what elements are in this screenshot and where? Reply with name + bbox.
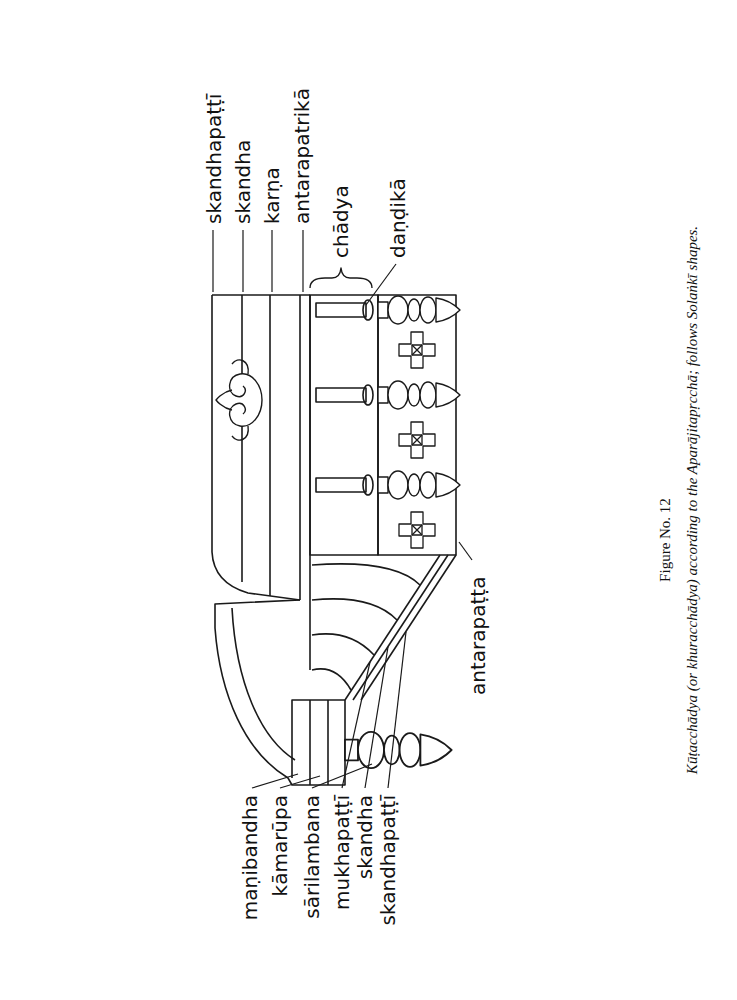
part-label: chādya xyxy=(330,185,352,258)
chadya-front xyxy=(310,295,456,555)
part-label: maṇibandha xyxy=(239,795,261,920)
part-label: daṇḍikā xyxy=(387,178,409,258)
part-label: skandhapaṭṭī xyxy=(377,795,399,925)
part-label: skandhapaṭṭī xyxy=(203,94,225,224)
upper-bands xyxy=(212,295,310,670)
part-label: karṇa xyxy=(261,167,283,224)
part-label: sārilambana xyxy=(301,795,323,919)
scroll-ornament xyxy=(216,360,262,440)
chadya-slope xyxy=(312,555,456,700)
part-label: antarapatrikā xyxy=(291,88,313,224)
part-label: kāmarūpa xyxy=(269,795,291,896)
leader-lines xyxy=(213,230,472,788)
figure-title: Figure No. 12 xyxy=(656,340,674,740)
chadya-brace xyxy=(310,268,372,288)
eave-end xyxy=(215,600,345,785)
part-label: antarapaṭṭa xyxy=(467,577,489,695)
figure-caption: Kūṭacchādya (or khuracchādya) according … xyxy=(683,40,701,960)
antarapatta-motifs xyxy=(399,332,435,548)
part-label: skandha xyxy=(232,140,254,224)
part-label: skandha xyxy=(354,795,376,879)
part-label: mukhapaṭṭī xyxy=(331,795,353,910)
